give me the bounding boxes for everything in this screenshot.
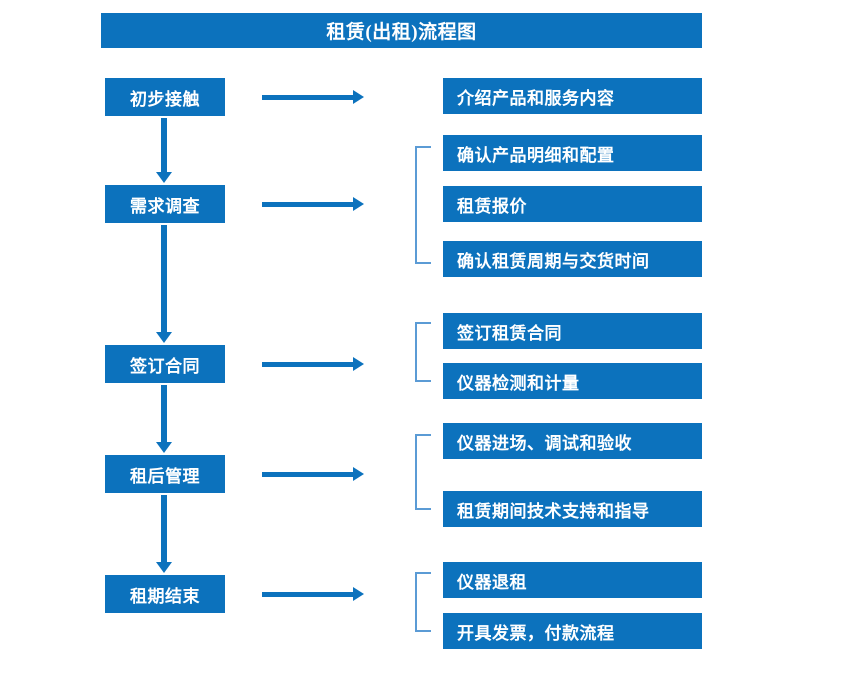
detail-node-仪器检测和计量[interactable]: 仪器检测和计量 bbox=[443, 363, 702, 399]
bracket-group-5 bbox=[415, 572, 431, 632]
detail-node-确认租赁周期与交货时间[interactable]: 确认租赁周期与交货时间 bbox=[443, 241, 702, 277]
bracket-group-2 bbox=[415, 146, 431, 264]
arrow-right-icon-stage-3 bbox=[262, 357, 364, 371]
arrow-shaft bbox=[161, 385, 167, 442]
arrow-shaft bbox=[262, 592, 354, 597]
arrow-right-icon-stage-2 bbox=[262, 197, 364, 211]
arrow-head bbox=[353, 587, 364, 601]
flowchart-title: 租赁(出租)流程图 bbox=[101, 13, 702, 48]
arrow-head bbox=[156, 442, 172, 453]
arrow-shaft bbox=[161, 118, 167, 172]
arrow-shaft bbox=[262, 202, 354, 207]
detail-node-租赁报价[interactable]: 租赁报价 bbox=[443, 186, 702, 222]
arrow-shaft bbox=[161, 495, 167, 562]
arrow-head bbox=[156, 332, 172, 343]
bracket-group-4 bbox=[415, 434, 431, 510]
detail-node-租赁期间技术支持和指导[interactable]: 租赁期间技术支持和指导 bbox=[443, 491, 702, 527]
arrow-head bbox=[353, 357, 364, 371]
stage-node-签订合同[interactable]: 签订合同 bbox=[105, 345, 225, 383]
bracket-group-3 bbox=[415, 322, 431, 382]
detail-node-签订租赁合同[interactable]: 签订租赁合同 bbox=[443, 313, 702, 349]
arrow-down-icon-2 bbox=[156, 225, 172, 343]
arrow-shaft bbox=[262, 362, 354, 367]
stage-node-租期结束[interactable]: 租期结束 bbox=[105, 575, 225, 613]
detail-node-仪器进场调试和验收[interactable]: 仪器进场、调试和验收 bbox=[443, 423, 702, 459]
detail-node-开具发票付款流程[interactable]: 开具发票，付款流程 bbox=[443, 613, 702, 649]
arrow-shaft bbox=[161, 225, 167, 332]
arrow-head bbox=[156, 562, 172, 573]
arrow-head bbox=[156, 172, 172, 183]
stage-node-租后管理[interactable]: 租后管理 bbox=[105, 455, 225, 493]
arrow-head bbox=[353, 467, 364, 481]
arrow-down-icon-4 bbox=[156, 495, 172, 573]
arrow-head bbox=[353, 90, 364, 104]
stage-node-初步接触[interactable]: 初步接触 bbox=[105, 78, 225, 116]
arrow-right-icon-stage-1 bbox=[262, 90, 364, 104]
arrow-down-icon-1 bbox=[156, 118, 172, 183]
arrow-shaft bbox=[262, 472, 354, 477]
arrow-shaft bbox=[262, 95, 354, 100]
detail-node-介绍产品和服务内容[interactable]: 介绍产品和服务内容 bbox=[443, 78, 702, 114]
detail-node-仪器退租[interactable]: 仪器退租 bbox=[443, 562, 702, 598]
stage-node-需求调查[interactable]: 需求调查 bbox=[105, 185, 225, 223]
arrow-down-icon-3 bbox=[156, 385, 172, 453]
arrow-head bbox=[353, 197, 364, 211]
detail-node-确认产品明细和配置[interactable]: 确认产品明细和配置 bbox=[443, 135, 702, 171]
arrow-right-icon-stage-5 bbox=[262, 587, 364, 601]
arrow-right-icon-stage-4 bbox=[262, 467, 364, 481]
